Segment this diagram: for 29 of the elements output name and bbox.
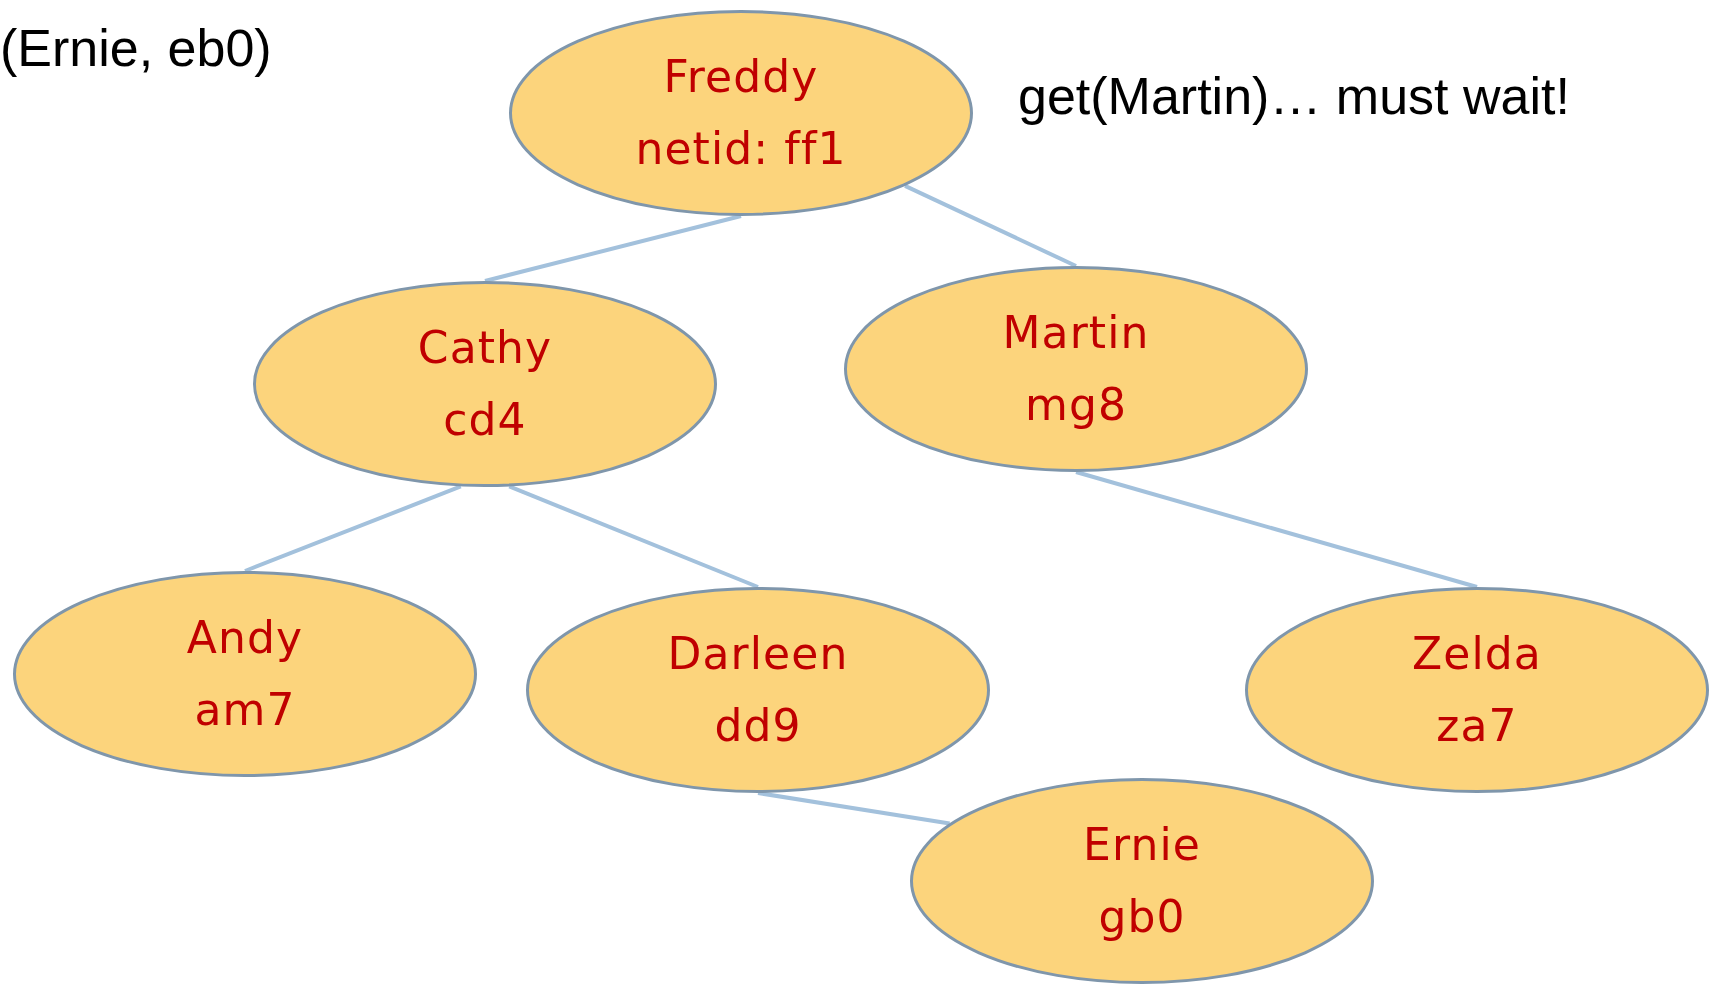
connector-line (508, 484, 759, 589)
node-name: Cathy (417, 321, 553, 375)
node-id: za7 (1436, 699, 1518, 753)
node-id: dd9 (714, 699, 802, 753)
node-name: Zelda (1412, 627, 1542, 681)
node-name: Freddy (663, 50, 819, 104)
tree-node-ellipse (910, 778, 1374, 984)
node-id: gb0 (1098, 890, 1186, 944)
connector-line (757, 791, 950, 826)
node-id: mg8 (1024, 378, 1128, 432)
note-text: (Ernie, eb0) (0, 18, 272, 78)
tree-node-ellipse (13, 571, 477, 777)
tree-node-ellipse (844, 266, 1308, 472)
node-id: netid: ff1 (635, 122, 847, 176)
node-name: Darleen (667, 627, 849, 681)
tree-node-ellipse (1245, 587, 1709, 793)
node-name: Ernie (1083, 818, 1201, 872)
tree-node-ellipse (253, 281, 717, 487)
connector-line (484, 214, 742, 283)
connector-line (244, 484, 462, 573)
tree-node-ellipse (526, 587, 990, 793)
node-name: Martin (1002, 306, 1150, 360)
node-id: am7 (194, 683, 296, 737)
tree-node-ellipse (509, 10, 973, 216)
node-id: cd4 (443, 393, 527, 447)
connector-line (1075, 470, 1478, 589)
note-text: get(Martin)… must wait! (1018, 66, 1570, 126)
connector-line (904, 184, 1077, 268)
node-name: Andy (186, 611, 304, 665)
